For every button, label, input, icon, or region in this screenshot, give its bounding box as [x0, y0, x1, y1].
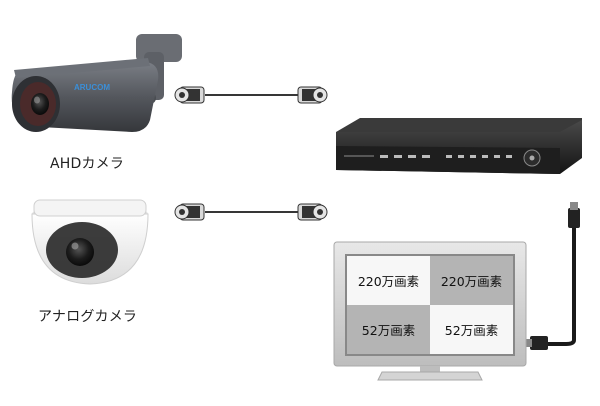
monitor-split-screen: 220万画素 220万画素 52万画素 52万画素 [347, 256, 513, 354]
bnc-connector-left [174, 203, 205, 221]
ahd-bullet-camera: ARUCOM [11, 34, 182, 132]
screen-cell-3: 52万画素 [347, 305, 430, 354]
dome-base [33, 199, 147, 217]
dvr-buttons [380, 155, 512, 158]
monitor-neck [420, 366, 440, 372]
ahd-camera-label: AHDカメラ [50, 156, 125, 172]
cable-ahd [174, 86, 328, 104]
bnc-connector-right [297, 86, 328, 104]
screen-cell-1: 220万画素 [347, 256, 430, 305]
monitor-stand [377, 371, 483, 381]
camera-lens [31, 93, 49, 115]
cable-analog [174, 203, 328, 221]
hdmi-plug-top [568, 208, 580, 228]
dvr-front-panel [336, 146, 560, 174]
bnc-connector-right [297, 203, 328, 221]
cable-hdmi [524, 202, 580, 350]
camera-sunshield [14, 58, 150, 78]
hdmi-plug-bottom [530, 336, 548, 350]
analog-camera-label: アナログカメラ [38, 309, 138, 325]
dome-lens [66, 238, 94, 266]
brand-logo: ARUCOM [74, 83, 110, 92]
screen-cell-4: 52万画素 [430, 305, 513, 354]
bnc-connector-left [174, 86, 205, 104]
analog-dome-camera [31, 199, 149, 285]
screen-cell-2: 220万画素 [430, 256, 513, 305]
dvr-recorder [336, 118, 582, 174]
